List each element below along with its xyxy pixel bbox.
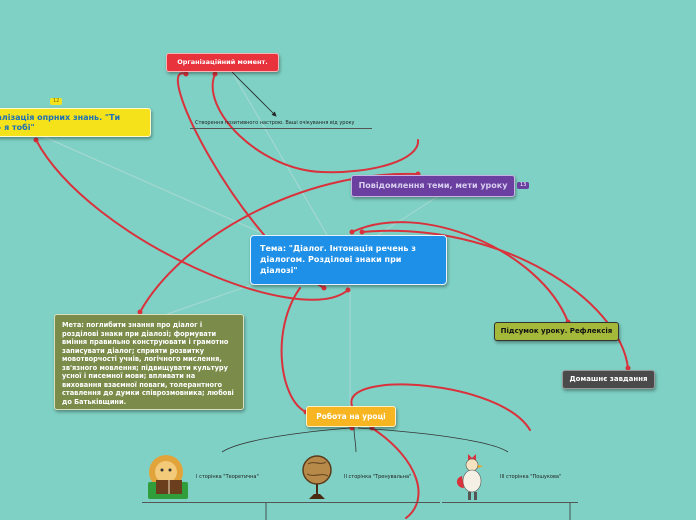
curve-link-8 bbox=[350, 383, 531, 431]
org-moment-underline bbox=[190, 128, 372, 129]
page-3-label: III сторінка "Пошукова" bbox=[500, 474, 562, 480]
goal-node[interactable]: Мета: поглибити знання про діалог і розд… bbox=[54, 314, 244, 410]
org-moment-subtext: Створення позитивного настрою. Ваші очік… bbox=[195, 120, 355, 126]
curve-link-2 bbox=[211, 73, 420, 174]
announcement-label: Повідомлення теми, мети уроку bbox=[358, 181, 508, 190]
central-topic-text: Тема: "Діалог. Інтонація речень з діалог… bbox=[260, 244, 416, 275]
faint-link-actualization bbox=[39, 134, 301, 251]
goal-text: Мета: поглибити знання про діалог і розд… bbox=[62, 321, 234, 406]
announcement-badge: 13 bbox=[517, 182, 530, 189]
curve-link-6 bbox=[361, 229, 629, 369]
link-dot bbox=[321, 285, 327, 291]
work-label: Робота на уроці bbox=[316, 412, 386, 421]
central-topic[interactable]: Тема: "Діалог. Інтонація речень з діалог… bbox=[250, 235, 447, 285]
org-moment-label: Організаційний момент. bbox=[177, 58, 268, 66]
summary-node[interactable]: Підсумок уроку. Рефлексія bbox=[494, 322, 619, 341]
summary-label: Підсумок уроку. Рефлексія bbox=[500, 327, 613, 335]
link-dot bbox=[212, 71, 218, 77]
page-3-item[interactable]: III сторінка "Пошукова" bbox=[442, 452, 582, 503]
globe-icon bbox=[302, 455, 332, 499]
actualization-badge: 12 bbox=[50, 98, 63, 105]
curve-link-7 bbox=[280, 287, 307, 413]
homework-label: Домашнє завдання bbox=[569, 375, 648, 383]
link-dot bbox=[625, 365, 631, 371]
link-dot bbox=[345, 287, 351, 293]
branch-page-2 bbox=[353, 427, 357, 453]
org-moment-node[interactable]: Організаційний момент. bbox=[166, 53, 279, 72]
link-dot bbox=[183, 71, 189, 77]
page-2-underline bbox=[290, 502, 440, 503]
arrow-to-subtext bbox=[231, 71, 277, 117]
link-dot bbox=[359, 229, 365, 235]
homework-node[interactable]: Домашнє завдання bbox=[562, 370, 655, 389]
faint-link-announcement bbox=[369, 194, 441, 241]
curve-link-9 bbox=[371, 427, 420, 519]
announcement-node[interactable]: Повідомлення теми, мети уроку bbox=[351, 175, 515, 197]
page-2-item[interactable]: II сторінка "Тренувальна" bbox=[290, 452, 448, 503]
link-dot bbox=[137, 309, 143, 315]
faint-link-org bbox=[231, 71, 331, 241]
branch-page-3 bbox=[357, 427, 509, 453]
curve-link-5 bbox=[351, 221, 569, 323]
page-1-underline bbox=[142, 502, 292, 503]
curve-link-3 bbox=[35, 139, 349, 301]
lion-reading-icon bbox=[148, 455, 188, 499]
page-1-label: I сторінка "Теоретична" bbox=[196, 474, 259, 480]
actualization-node[interactable]: Актуалізація опрних знань. "Ти мені - я … bbox=[0, 108, 151, 137]
rooster-icon bbox=[456, 454, 483, 500]
link-dot bbox=[33, 137, 39, 143]
page-1-item[interactable]: I сторінка "Теоретична" bbox=[142, 452, 292, 503]
page-2-label: II сторінка "Тренувальна" bbox=[344, 474, 412, 480]
work-node[interactable]: Робота на уроці bbox=[306, 406, 396, 427]
page-3-underline bbox=[442, 502, 578, 503]
branch-page-1 bbox=[221, 427, 351, 453]
actualization-label: Актуалізація опрних знань. "Ти мені - я … bbox=[0, 113, 121, 132]
link-dot bbox=[349, 229, 355, 235]
